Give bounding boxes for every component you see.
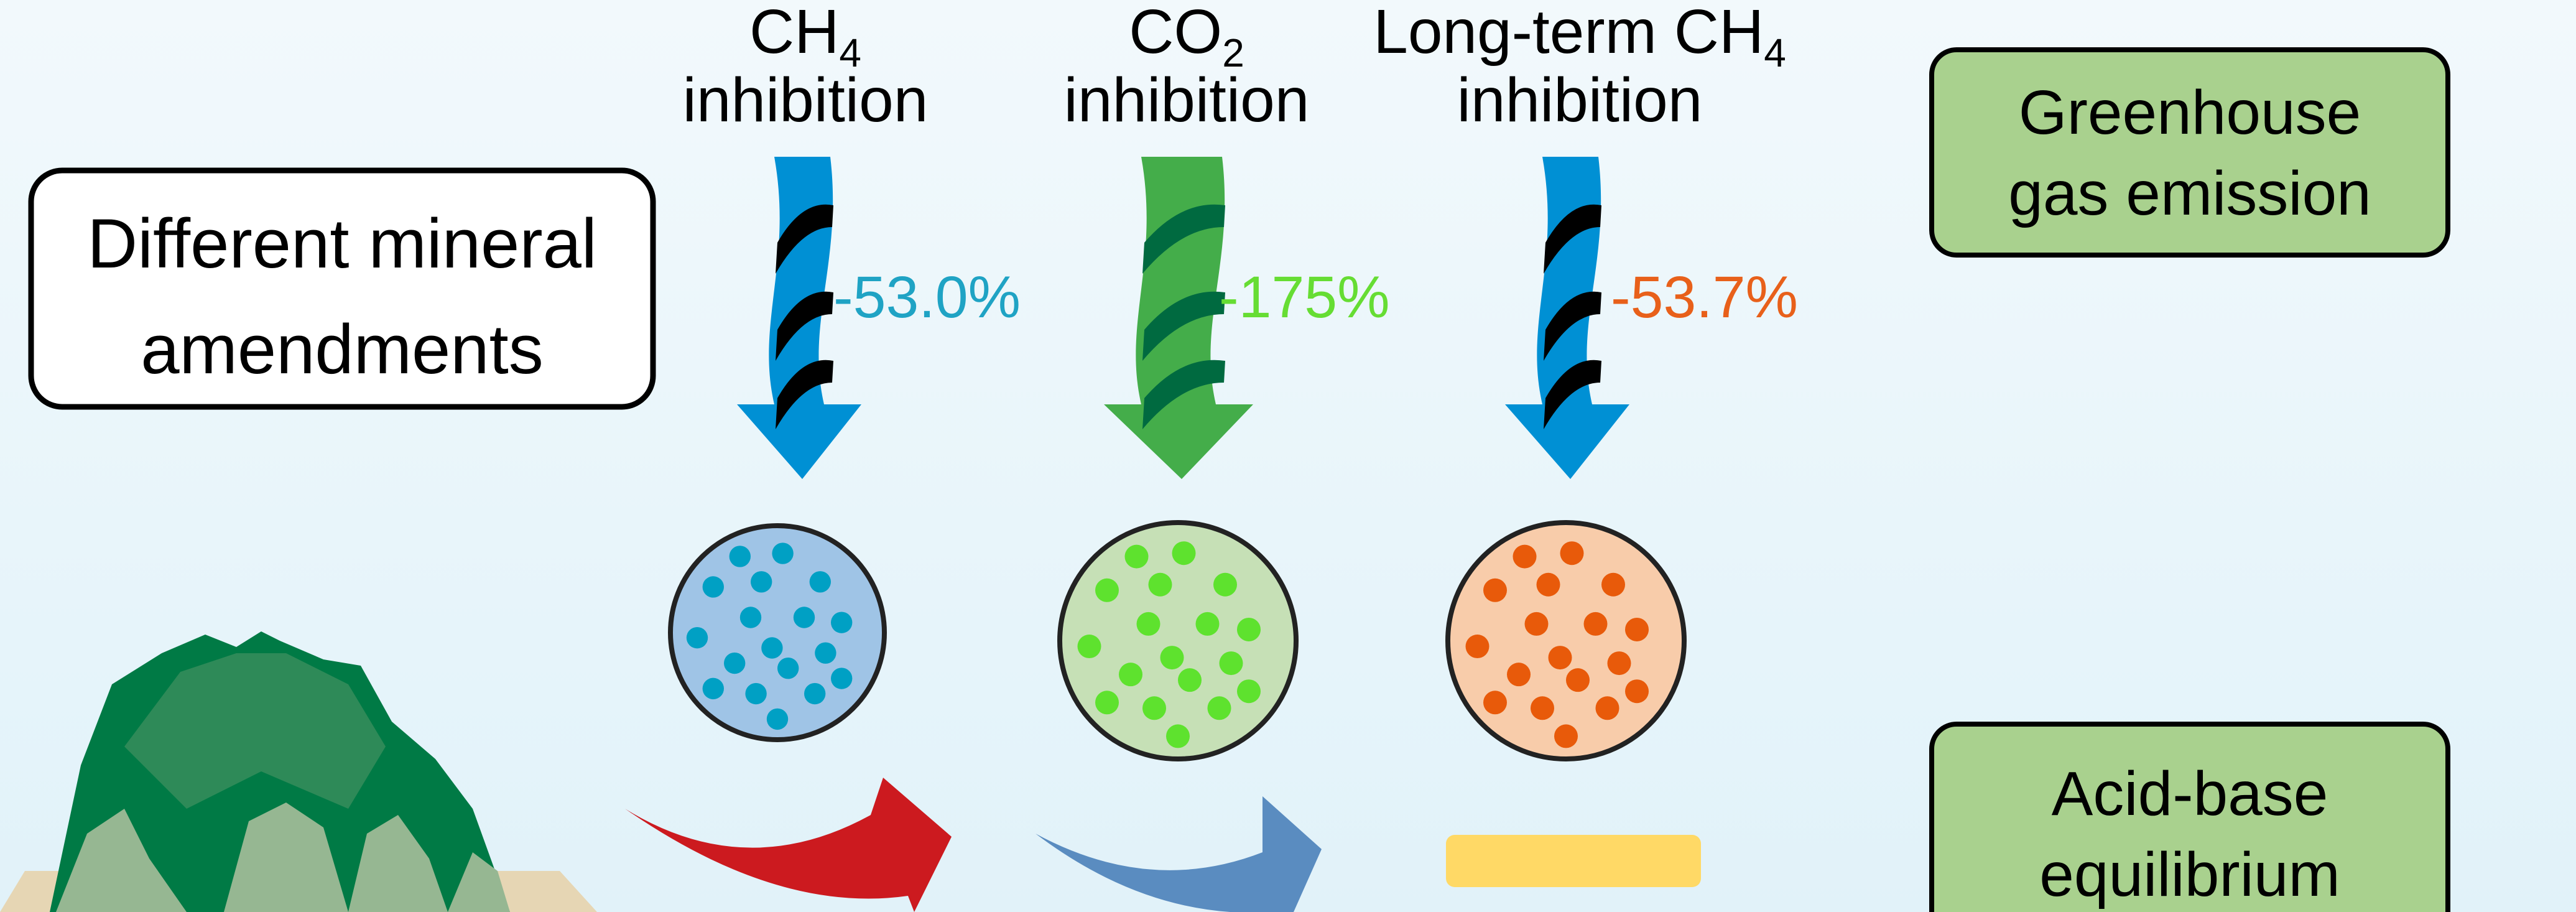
particle-dot — [1237, 617, 1261, 641]
column-subtitle: inhibition — [1457, 65, 1703, 135]
particle-dot — [1595, 696, 1619, 720]
particle-dot — [1583, 612, 1608, 636]
column-title-main: CO — [1129, 0, 1222, 67]
particle-dot — [1136, 612, 1161, 636]
particle-dot — [745, 682, 767, 705]
particle-dot — [1178, 668, 1202, 692]
column-title: CH4 — [749, 0, 861, 75]
mountain-illustration — [0, 631, 597, 912]
inhibition-value: -53.0% — [833, 264, 1021, 330]
mineral-amendments-line1: Different mineral — [87, 205, 597, 282]
acid-base-line2: equilibrium — [2039, 840, 2340, 910]
particle-dot — [1148, 572, 1172, 597]
column-title: CO2 — [1129, 0, 1244, 75]
particle-dot — [1554, 724, 1578, 748]
column-title-subscript: 2 — [1222, 30, 1244, 75]
particle-dot — [686, 626, 708, 649]
blue-curved-arrow — [1035, 796, 1322, 912]
red-curved-arrow — [625, 778, 952, 912]
particle-dot — [1213, 572, 1237, 597]
column-title: Long-term CH4 — [1373, 0, 1786, 75]
column-subtitle: inhibition — [1064, 65, 1310, 135]
particle-dot — [766, 708, 789, 730]
yellow-bar — [1446, 835, 1701, 887]
particle-dot — [1095, 578, 1119, 602]
particle-dot — [1531, 696, 1554, 720]
particle-dot — [1548, 646, 1572, 670]
wavy-down-arrow — [737, 157, 861, 479]
particle-dot — [1142, 696, 1166, 720]
particle-dot — [1483, 578, 1507, 602]
column-title-main: CH — [749, 0, 839, 67]
particle-dot — [1513, 544, 1537, 569]
particle-dot — [1124, 544, 1149, 569]
mineral-amendments-box: Different mineral amendments — [28, 167, 656, 410]
column-title-main: Long-term CH — [1373, 0, 1764, 67]
particle-dot — [793, 607, 815, 628]
column-title-subscript: 4 — [1764, 30, 1786, 75]
particle-dot — [1566, 668, 1590, 692]
acid-base-line1: Acid-base — [2052, 759, 2328, 829]
particle-dot — [1195, 612, 1220, 636]
particle-dot — [1625, 617, 1649, 641]
particle-dot — [831, 668, 853, 689]
particle-dot — [831, 612, 853, 633]
wavy-down-arrow — [1104, 157, 1253, 479]
greenhouse-gas-box: Greenhouse gas emission — [1929, 47, 2450, 258]
particle-dot — [1607, 651, 1631, 676]
particle-dot — [772, 542, 794, 564]
particle-dot — [1172, 541, 1196, 565]
particle-dot — [1095, 691, 1119, 715]
particle-circle — [1057, 520, 1299, 761]
acid-base-box: Acid-base equilibrium — [1929, 722, 2450, 912]
particle-dot — [1625, 679, 1649, 704]
particle-dot — [724, 652, 746, 674]
greenhouse-line1: Greenhouse — [2019, 78, 2361, 147]
wavy-down-arrow — [1505, 157, 1629, 479]
particle-dot — [1524, 612, 1549, 636]
particle-dot — [739, 607, 762, 628]
particle-dot — [1207, 696, 1231, 720]
inhibition-value: -175% — [1219, 264, 1390, 330]
particle-dot — [1601, 572, 1625, 597]
particle-dot — [815, 642, 836, 664]
greenhouse-line2: gas emission — [2008, 159, 2371, 228]
column-subtitle: inhibition — [683, 65, 929, 135]
mineral-amendments-line2: amendments — [141, 310, 543, 388]
particle-dot — [1483, 691, 1507, 715]
particle-dot — [1237, 679, 1261, 704]
particle-dot — [1536, 572, 1560, 597]
particle-dot — [1465, 635, 1490, 659]
inhibition-value: -53.7% — [1611, 264, 1798, 330]
particle-dot — [1560, 541, 1584, 565]
particle-dot — [751, 571, 772, 593]
particle-dot — [729, 546, 751, 567]
particle-dot — [777, 657, 799, 679]
particle-dot — [1119, 663, 1142, 687]
particle-dot — [761, 637, 783, 659]
particle-circle — [1445, 520, 1687, 761]
particle-dot — [1166, 724, 1190, 748]
particle-circle — [668, 523, 887, 742]
particle-dot — [1507, 663, 1531, 687]
particle-dot — [809, 571, 832, 593]
column-title-subscript: 4 — [839, 30, 861, 75]
particle-dot — [804, 682, 826, 705]
particle-dot — [1219, 651, 1243, 676]
particle-dot — [702, 576, 725, 598]
particle-dot — [702, 677, 725, 700]
particle-dot — [1160, 646, 1184, 670]
particle-dot — [1077, 635, 1101, 659]
